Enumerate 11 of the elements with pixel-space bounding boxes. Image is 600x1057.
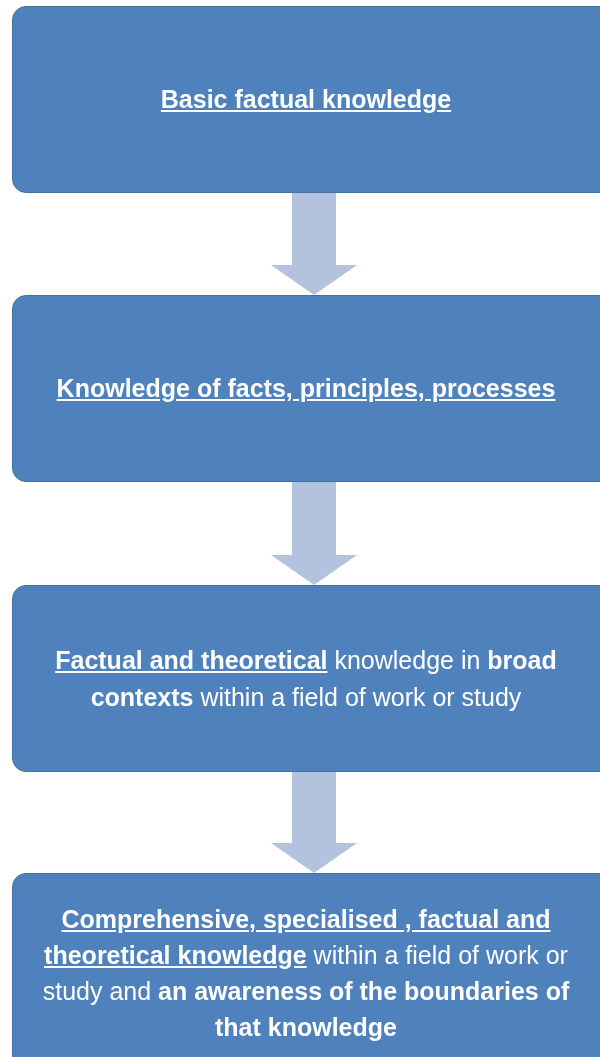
process-box [12, 295, 600, 482]
process-box [12, 6, 600, 193]
box-text: Basic factual knowledge [160, 84, 452, 116]
process-box [12, 585, 600, 772]
process-box [12, 873, 600, 1057]
block-arrow [271, 193, 357, 295]
block-arrow [271, 772, 357, 873]
box-text: Factual and theoretical knowledge in broad contexts within a field of work or study [54, 645, 558, 713]
box-text: Comprehensive, specialised , factual and theoretical knowledge within a field of work or study and an awareness of the boundaries of that knowledge [41, 903, 571, 1044]
box-text: Knowledge of facts, principles, processes [56, 373, 556, 405]
block-arrow [271, 482, 357, 585]
